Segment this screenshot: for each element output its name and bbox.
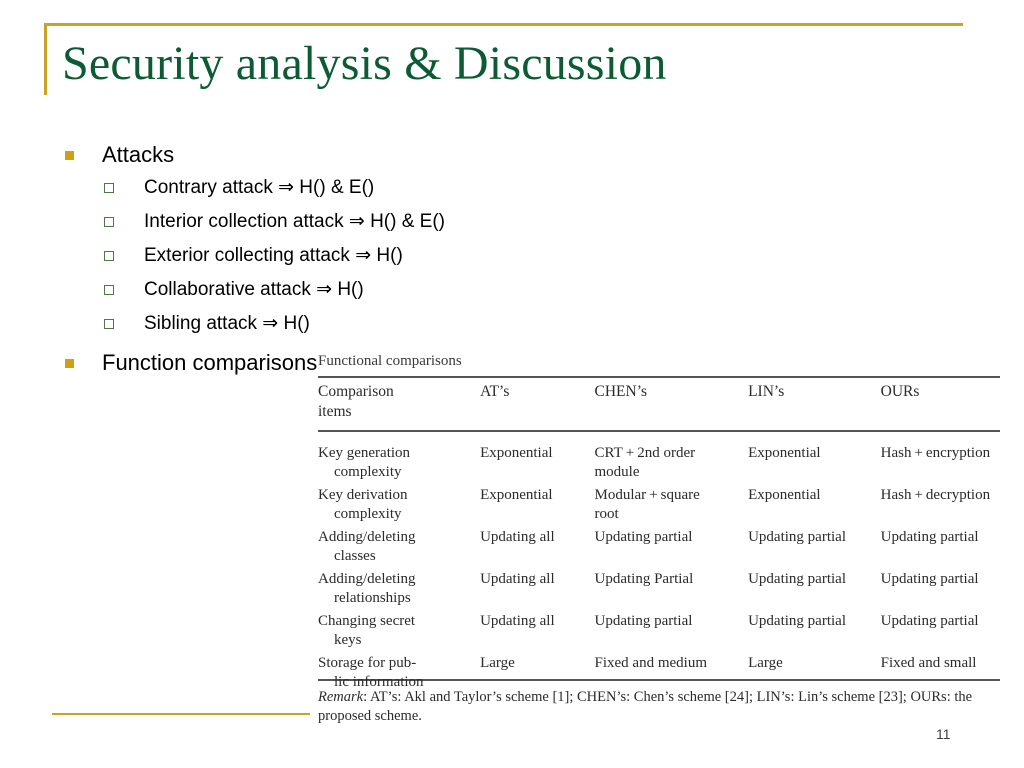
cell-ats: Exponential xyxy=(480,487,553,503)
cell-chens-line2: module xyxy=(594,464,640,480)
list-item: Contrary attack ⇒ H() & E() xyxy=(56,174,616,202)
hollow-square-bullet-icon xyxy=(104,183,114,193)
cell-item: Key generation complexity xyxy=(318,444,480,486)
cell-chens: Modular + square root xyxy=(595,486,749,528)
list-item: Exterior collecting attack ⇒ H() xyxy=(56,242,616,270)
square-bullet-icon xyxy=(65,359,74,368)
cell-item: Key derivation complexity xyxy=(318,486,480,528)
title-top-rule xyxy=(44,23,963,26)
table-rule-bottom xyxy=(318,679,1000,681)
figure-caption: Functional comparisons xyxy=(318,353,462,369)
cell-item-line1: Adding/deleting xyxy=(318,529,416,545)
list-item-label: Sibling attack ⇒ H() xyxy=(144,313,310,334)
cell-item: Changing secret keys xyxy=(318,612,480,654)
cell-lins: Updating partial xyxy=(748,529,846,545)
table-row: Changing secret keys Updating all Updati… xyxy=(318,612,1018,654)
figure-remark-label: Remark xyxy=(318,689,364,705)
cell-lins: Large xyxy=(748,655,783,671)
cell-chens: Updating Partial xyxy=(594,571,694,587)
cell-lins: Updating partial xyxy=(748,571,846,587)
cell-ours: Hash + encryption xyxy=(880,445,991,461)
cell-item-line1: Key generation xyxy=(318,445,411,461)
bullet-attacks: Attacks xyxy=(56,140,616,170)
cell-ours: Updating partial xyxy=(880,529,979,545)
cell-ats: Updating all xyxy=(480,529,555,545)
cell-ats: Updating all xyxy=(480,571,555,587)
cell-chens-line2: root xyxy=(594,506,619,522)
table-row: Key generation complexity Exponential CR… xyxy=(318,444,1018,486)
cell-ours: Hash + decryption xyxy=(880,487,991,503)
hollow-square-bullet-icon xyxy=(104,251,114,261)
cell-item-line2: classes xyxy=(334,548,376,564)
cell-item-line2: complexity xyxy=(334,506,402,522)
attacks-sublist: Contrary attack ⇒ H() & E() Interior col… xyxy=(56,174,616,338)
figure-remark-text: : AT’s: Akl and Taylor’s scheme [1]; CHE… xyxy=(318,689,973,724)
cell-item: Adding/deleting classes xyxy=(318,528,480,570)
cell-item-line2: keys xyxy=(334,632,362,648)
comparison-table: Comparison items AT’s CHEN’s LIN’s OURs xyxy=(318,382,1018,696)
column-header-ours: OURs xyxy=(880,383,920,400)
cell-ats: Large xyxy=(480,655,515,671)
hollow-square-bullet-icon xyxy=(104,319,114,329)
slide-body: Attacks Contrary attack ⇒ H() & E() Inte… xyxy=(56,140,616,380)
square-bullet-icon xyxy=(65,151,74,160)
table-spacer xyxy=(318,430,1018,444)
table-row: Key derivation complexity Exponential Mo… xyxy=(318,486,1018,528)
hollow-square-bullet-icon xyxy=(104,285,114,295)
table-header-row: Comparison items AT’s CHEN’s LIN’s OURs xyxy=(318,382,1018,430)
hollow-square-bullet-icon xyxy=(104,217,114,227)
cell-lins: Updating partial xyxy=(748,613,846,629)
table-row: Adding/deleting relationships Updating a… xyxy=(318,570,1018,612)
cell-item-line2: lic information xyxy=(334,674,424,690)
cell-item-line1: Changing secret xyxy=(318,613,416,629)
cell-item-line1: Adding/deleting xyxy=(318,571,416,587)
cell-chens: CRT + 2nd order module xyxy=(595,444,749,486)
cell-chens-line1: CRT + 2nd order xyxy=(594,445,696,461)
column-header-line1: Comparison xyxy=(318,383,394,400)
figure-remark: Remark: AT’s: Akl and Taylor’s scheme [1… xyxy=(318,688,1010,726)
cell-lins: Exponential xyxy=(748,487,821,503)
functional-comparisons-figure: Functional comparisons Comparison items … xyxy=(300,352,1012,724)
cell-chens-line1: Modular + square xyxy=(594,487,700,503)
bullet-function-comparisons: Function comparisons xyxy=(56,348,616,378)
column-header-chens: CHEN’s xyxy=(594,383,648,400)
list-item-label: Collaborative attack ⇒ H() xyxy=(144,279,364,300)
bullet-function-comparisons-label: Function comparisons xyxy=(102,350,318,375)
cell-chens: Fixed and medium xyxy=(594,655,708,671)
page-number: 11 xyxy=(936,726,951,742)
cell-item-line2: complexity xyxy=(334,464,402,480)
table-rule-top xyxy=(318,376,1000,378)
table-rule-header xyxy=(318,430,1000,432)
cell-item-line2: relationships xyxy=(334,590,411,606)
list-item-label: Interior collection attack ⇒ H() & E() xyxy=(144,211,446,232)
column-header-line2: items xyxy=(318,403,352,420)
page-title: Security analysis & Discussion xyxy=(62,37,667,90)
table-spacer-cell xyxy=(318,430,1018,444)
cell-item-line1: Storage for pub- xyxy=(318,655,417,671)
cell-ats: Updating all xyxy=(480,613,555,629)
footer-rule xyxy=(52,713,310,715)
cell-item: Storage for pub- lic information xyxy=(318,654,480,696)
cell-ours: Updating partial xyxy=(880,613,979,629)
cell-item: Adding/deleting relationships xyxy=(318,570,480,612)
cell-ours: Fixed and small xyxy=(880,655,977,671)
cell-chens: Updating partial xyxy=(594,613,693,629)
list-item: Collaborative attack ⇒ H() xyxy=(56,276,616,304)
cell-ours: Updating partial xyxy=(880,571,979,587)
cell-chens: Updating partial xyxy=(594,529,693,545)
cell-lins: Exponential xyxy=(748,445,821,461)
table-row: Storage for pub- lic information Large F… xyxy=(318,654,1018,696)
list-item: Interior collection attack ⇒ H() & E() xyxy=(56,208,616,236)
list-item: Sibling attack ⇒ H() xyxy=(56,310,616,338)
column-header-lins: LIN’s xyxy=(748,383,785,400)
table-row: Adding/deleting classes Updating all Upd… xyxy=(318,528,1018,570)
column-header-comparison-items: Comparison items xyxy=(318,382,480,430)
bullet-attacks-label: Attacks xyxy=(102,142,175,167)
cell-item-line1: Key derivation xyxy=(318,487,408,503)
cell-ats: Exponential xyxy=(480,445,553,461)
list-item-label: Contrary attack ⇒ H() & E() xyxy=(144,177,375,198)
title-left-rule xyxy=(44,23,47,95)
column-header-ats: AT’s xyxy=(480,383,510,400)
list-item-label: Exterior collecting attack ⇒ H() xyxy=(144,245,403,266)
